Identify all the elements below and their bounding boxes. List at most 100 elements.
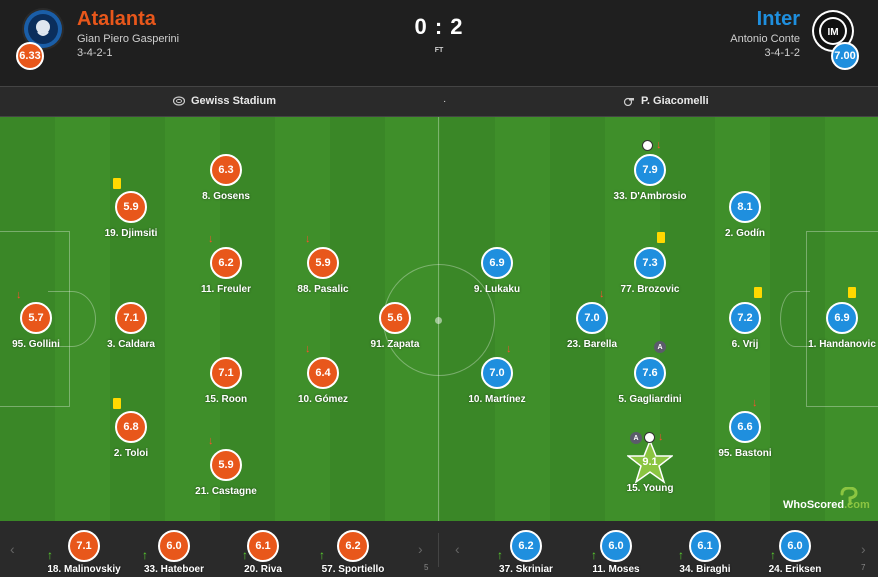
player-lukaku[interactable]: 6.9 9. Lukaku bbox=[452, 247, 542, 297]
player-name: 95. Gollini bbox=[12, 339, 60, 350]
player-rating: 6.6 bbox=[729, 411, 761, 443]
player-name: 6. Vrij bbox=[731, 339, 759, 350]
sub-on-arrow-icon: ↑ bbox=[142, 548, 148, 562]
player-name: 8. Gosens bbox=[202, 191, 250, 202]
away-bench-page: 7 bbox=[861, 563, 866, 572]
home-bench-next-button[interactable]: › bbox=[418, 541, 423, 557]
player-rating: 7.6 bbox=[634, 357, 666, 389]
sub-off-arrow-icon: ↓ bbox=[305, 343, 311, 355]
player-godin[interactable]: 8.1 2. Godín bbox=[700, 191, 790, 241]
sub-on-arrow-icon: ↑ bbox=[678, 548, 684, 562]
player-brozovic[interactable]: 7.3 77. Brozovic bbox=[605, 232, 695, 297]
player-name: 33. Hateboer bbox=[143, 564, 205, 575]
player-bastoni[interactable]: 6.6 95. Bastoni ↓ bbox=[700, 397, 790, 461]
player-name: 34. Biraghi bbox=[679, 564, 731, 575]
player-rating: 6.9 bbox=[826, 302, 858, 334]
player-rating: 7.3 bbox=[634, 247, 666, 279]
match-status: FT bbox=[434, 47, 444, 54]
player-rating: 6.1 bbox=[689, 530, 721, 562]
home-bench-page: 5 bbox=[424, 563, 429, 572]
player-rating: 7.1 bbox=[68, 530, 100, 562]
whoscored-logo-icon bbox=[840, 487, 858, 505]
home-penalty-arc bbox=[48, 291, 96, 347]
sub-off-arrow-icon: ↓ bbox=[658, 431, 664, 443]
away-bench-next-button[interactable]: › bbox=[861, 541, 866, 557]
player-gomez[interactable]: 6.4 10. Gómez ↓ bbox=[278, 343, 368, 407]
bench-player-biraghi[interactable]: 6.1 ↑ 34. Biraghi bbox=[660, 521, 750, 577]
home-bench-prev-button[interactable]: ‹ bbox=[10, 541, 15, 557]
player-dambrosio[interactable]: 7.9 33. D'Ambrosio ↓ bbox=[605, 139, 695, 204]
player-handanovic[interactable]: 6.9 1. Handanovic bbox=[797, 287, 878, 352]
player-name: 33. D'Ambrosio bbox=[613, 191, 687, 202]
player-zapata[interactable]: 5.6 91. Zapata bbox=[350, 302, 440, 352]
home-team-name[interactable]: Atalanta bbox=[77, 8, 156, 30]
match-header: 6.33 Atalanta Gian Piero Gasperini 3-4-2… bbox=[0, 0, 878, 86]
man-of-the-match-star-icon bbox=[627, 440, 673, 484]
sub-off-arrow-icon: ↓ bbox=[506, 343, 512, 355]
away-team-rating: 7.00 bbox=[831, 42, 859, 70]
player-name: 91. Zapata bbox=[370, 339, 420, 350]
captain-badge-icon: A bbox=[654, 341, 666, 353]
player-martinez[interactable]: 7.0 10. Martínez ↓ bbox=[452, 343, 542, 407]
player-rating: 8.1 bbox=[729, 191, 761, 223]
player-pasalic[interactable]: 5.9 88. Pasalic ↓ bbox=[278, 233, 368, 297]
player-name: 77. Brozovic bbox=[620, 284, 680, 295]
player-name: 15. Young bbox=[626, 483, 674, 494]
sub-off-arrow-icon: ↓ bbox=[656, 139, 662, 151]
player-roon[interactable]: 7.1 15. Roon bbox=[181, 357, 271, 407]
player-name: 24. Eriksen bbox=[768, 564, 822, 575]
match-info-bar: Gewiss Stadium · P. Giacomelli bbox=[0, 86, 878, 117]
sub-off-arrow-icon: ↓ bbox=[16, 289, 22, 301]
bench-player-malinovskiy[interactable]: 7.1 ↑ 18. Malinovskiy bbox=[39, 521, 129, 577]
sub-off-arrow-icon: ↓ bbox=[752, 397, 758, 409]
yellow-card-icon bbox=[848, 287, 856, 298]
bench-player-hateboer[interactable]: 6.0 ↑ 33. Hateboer bbox=[129, 521, 219, 577]
player-name: 21. Castagne bbox=[195, 486, 257, 497]
player-name: 2. Toloi bbox=[113, 448, 149, 459]
player-name: 9. Lukaku bbox=[473, 284, 521, 295]
player-young[interactable]: 9.1 15. Young A ↓ bbox=[605, 431, 695, 496]
bench-player-skriniar[interactable]: 6.2 ↑ 37. Skriniar bbox=[481, 521, 571, 577]
yellow-card-icon bbox=[113, 178, 121, 189]
player-rating: 6.2 bbox=[337, 530, 369, 562]
home-team-rating: 6.33 bbox=[16, 42, 44, 70]
player-name: 57. Sportiello bbox=[321, 564, 385, 575]
player-name: 15. Roon bbox=[204, 394, 248, 405]
bench-player-riva[interactable]: 6.1 ↑ 20. Riva bbox=[218, 521, 308, 577]
player-rating: 5.7 bbox=[20, 302, 52, 334]
player-freuler[interactable]: 6.2 11. Freuler ↓ bbox=[181, 233, 271, 297]
player-rating: 7.0 bbox=[576, 302, 608, 334]
bench-player-moses[interactable]: 6.0 ↑ 11. Moses bbox=[571, 521, 661, 577]
player-gagliardini[interactable]: 7.6 5. Gagliardini A bbox=[605, 341, 695, 407]
bench-player-eriksen[interactable]: 6.0 ↑ 24. Eriksen bbox=[750, 521, 840, 577]
svg-text:IM: IM bbox=[827, 27, 838, 38]
player-rating: 6.2 bbox=[510, 530, 542, 562]
player-name: 1. Handanovic bbox=[808, 339, 876, 350]
bench-player-sportiello[interactable]: 6.2 ↑ 57. Sportiello bbox=[308, 521, 398, 577]
match-score: 0 : 2 bbox=[414, 14, 464, 39]
stadium-info: Gewiss Stadium bbox=[173, 95, 276, 107]
sub-off-arrow-icon: ↓ bbox=[208, 233, 214, 245]
player-djimsiti[interactable]: 5.9 19. Djimsiti bbox=[86, 178, 176, 241]
away-bench-prev-button[interactable]: ‹ bbox=[455, 541, 460, 557]
player-gosens[interactable]: 6.3 8. Gosens bbox=[181, 154, 271, 204]
referee-name: P. Giacomelli bbox=[641, 95, 709, 107]
away-team-name[interactable]: Inter bbox=[756, 8, 800, 30]
player-vrij[interactable]: 7.2 6. Vrij bbox=[700, 287, 790, 352]
inter-crest-icon: IM bbox=[812, 10, 854, 52]
player-caldara[interactable]: 7.1 3. Caldara bbox=[86, 302, 176, 352]
player-castagne[interactable]: 5.9 21. Castagne ↓ bbox=[181, 435, 271, 499]
center-spot bbox=[435, 317, 442, 324]
player-toloi[interactable]: 6.8 2. Toloi bbox=[86, 398, 176, 461]
player-barella[interactable]: 7.0 23. Barella ↓ bbox=[547, 288, 637, 352]
player-rating: 5.9 bbox=[115, 191, 147, 223]
player-gollini[interactable]: 5.7 95. Gollini ↓ bbox=[0, 289, 81, 352]
sub-on-arrow-icon: ↑ bbox=[242, 548, 248, 562]
whistle-icon bbox=[623, 97, 634, 106]
bench-divider bbox=[438, 533, 439, 567]
player-rating: 9.1 bbox=[642, 456, 658, 468]
player-name: 11. Freuler bbox=[200, 284, 252, 295]
sub-off-arrow-icon: ↓ bbox=[305, 233, 311, 245]
player-name: 20. Riva bbox=[244, 564, 282, 575]
player-rating: 5.9 bbox=[210, 449, 242, 481]
